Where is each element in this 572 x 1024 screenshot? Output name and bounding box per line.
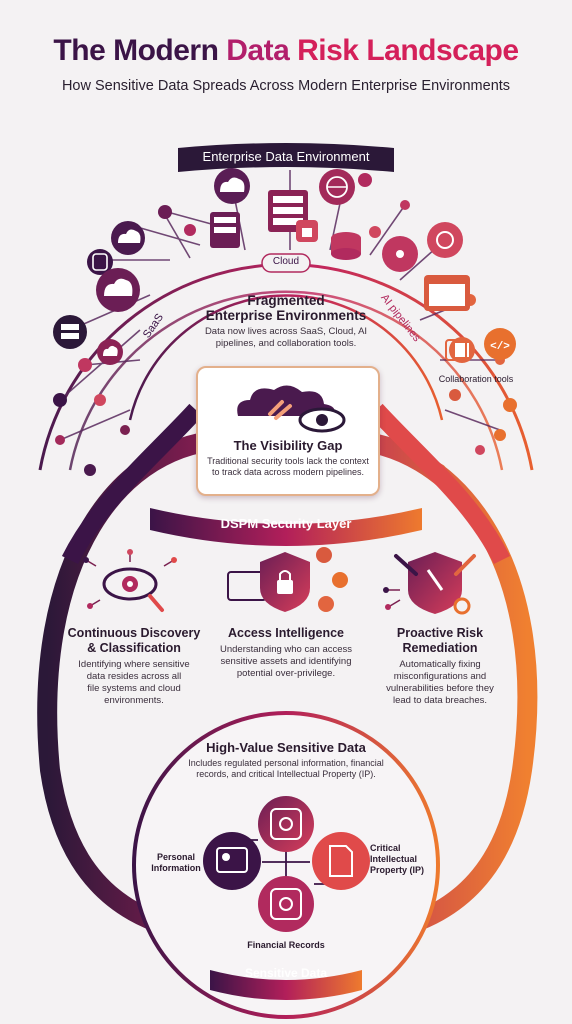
user-icon <box>316 547 332 563</box>
server-icon <box>61 324 79 330</box>
pillar-remediation-body-4: lead to data breaches. <box>392 695 487 706</box>
remediation-icon-group <box>383 552 476 615</box>
cloud-network-icon <box>104 278 133 296</box>
visibility-gap-card: The Visibility Gap Traditional security … <box>196 366 380 496</box>
safe-icon <box>270 808 302 840</box>
code-icon: </> <box>490 341 510 353</box>
magnifier-handle <box>148 594 164 612</box>
document-icon <box>329 845 353 877</box>
personal-info-label-line1: Personal <box>156 852 196 862</box>
pillar-remediation-body-3: vulnerabilities before they <box>386 683 494 694</box>
inner-arc <box>128 294 444 421</box>
enterprise-banner: Enterprise Data Environment <box>202 149 370 164</box>
cloud-download-icon <box>220 177 245 192</box>
wrench-icon-2 <box>454 554 476 576</box>
pillar-access-body-2: sensitive assets and identifying <box>220 656 352 667</box>
ring-left-stroke <box>61 403 203 565</box>
broken-link-icon <box>268 400 292 420</box>
eye-icon <box>102 567 158 601</box>
title-part-3: Risk Landscape <box>297 34 519 67</box>
shield-icon <box>408 552 462 614</box>
pillar-discovery-body-1: Identifying where sensitive <box>78 659 190 670</box>
middle-arc <box>68 290 504 471</box>
page-title: The Modern Data Risk Landscape <box>0 34 572 68</box>
pillar-remediation-body-1: Automatically fixing <box>399 659 481 670</box>
pillar-remediation-heading-line1: Proactive Risk <box>396 626 484 640</box>
discovery-icon-group <box>83 549 177 612</box>
ip-label-line3: Property (IP) <box>370 865 425 875</box>
fragmented-body-line2: pipelines, and collaboration tools. <box>215 338 357 349</box>
ip-label-line1: Critical <box>370 843 401 853</box>
ip-node <box>312 832 370 890</box>
title-part-2: Data <box>226 34 298 67</box>
cloud-upload-icon <box>103 345 118 356</box>
badge-icon <box>332 572 348 588</box>
ring-right-stroke <box>369 403 511 565</box>
pillar-discovery-body-2: data resides across all <box>86 671 182 682</box>
ip-label-line2: Intellectual <box>370 854 418 864</box>
visibility-gap-body-line1: Traditional security tools lack the cont… <box>207 456 369 466</box>
visibility-gap-illustration <box>237 385 346 433</box>
network-icon <box>396 250 404 258</box>
sensitive-body-line1: Includes regulated personal information,… <box>188 758 384 768</box>
pillar-access-body-3: potential over-privilege. <box>236 668 336 679</box>
page-subtitle: How Sensitive Data Spreads Across Modern… <box>61 78 511 94</box>
financial-records-label: Financial Records <box>247 940 325 950</box>
pillar-discovery-body-3: file systems and cloud <box>87 683 181 694</box>
fragmented-heading-line2: Enterprise Environments <box>205 308 367 323</box>
visibility-gap-body-line2: to track data across modern pipelines. <box>211 467 365 477</box>
financial-node <box>258 876 314 932</box>
pillar-discovery-heading-line2: & Classification <box>87 641 181 655</box>
pillar-remediation-body-2: misconfigurations and <box>393 671 487 682</box>
key-icon <box>318 596 334 612</box>
storm-cloud-icon <box>237 385 335 416</box>
sensitive-heading: High-Value Sensitive Data <box>206 740 366 755</box>
pillar-discovery-heading-line1: Continuous Discovery <box>67 626 201 640</box>
id-card-icon <box>216 847 248 873</box>
visibility-gap-heading: The Visibility Gap <box>233 438 343 453</box>
personal-info-label-line2: Information <box>151 863 201 873</box>
dspm-banner-shape <box>150 508 422 546</box>
enterprise-icon-nodes: </> <box>53 168 516 365</box>
access-icon-group <box>227 547 348 612</box>
fragmented-heading-line1: Fragmented <box>247 293 325 308</box>
pillar-access-body-1: Understanding who can access <box>219 644 353 655</box>
brain-icon <box>436 231 454 249</box>
gear-icon <box>453 597 471 615</box>
dspm-banner: DSPM Security Layer <box>220 516 352 531</box>
pillar-access-heading: Access Intelligence <box>227 626 345 640</box>
sensitive-body-line2: records, and critical Intellectual Prope… <box>196 769 376 779</box>
title-part-1: The Modern <box>53 34 227 67</box>
database-icon <box>92 253 108 271</box>
pillar-discovery-body-4: environments. <box>104 695 164 706</box>
cloud-pill <box>261 253 311 273</box>
cloud-icon <box>118 229 141 243</box>
wrench-icon <box>394 554 418 576</box>
vault-icon <box>270 888 302 920</box>
sensitive-nodes <box>203 796 370 932</box>
pillar-remediation-heading-line2: Remediation <box>402 641 478 655</box>
safe-node <box>258 796 314 852</box>
personal-node <box>203 832 261 890</box>
sensitive-banner: Sensitive Data <box>244 966 328 980</box>
cloud-label: Cloud <box>272 256 300 267</box>
sensitive-banner-shape <box>210 970 362 1000</box>
enterprise-banner-shape <box>178 143 394 172</box>
fragmented-body-line1: Data now lives across SaaS, Cloud, AI <box>204 326 368 337</box>
collaboration-tools-label: Collaboration tools <box>438 374 514 384</box>
